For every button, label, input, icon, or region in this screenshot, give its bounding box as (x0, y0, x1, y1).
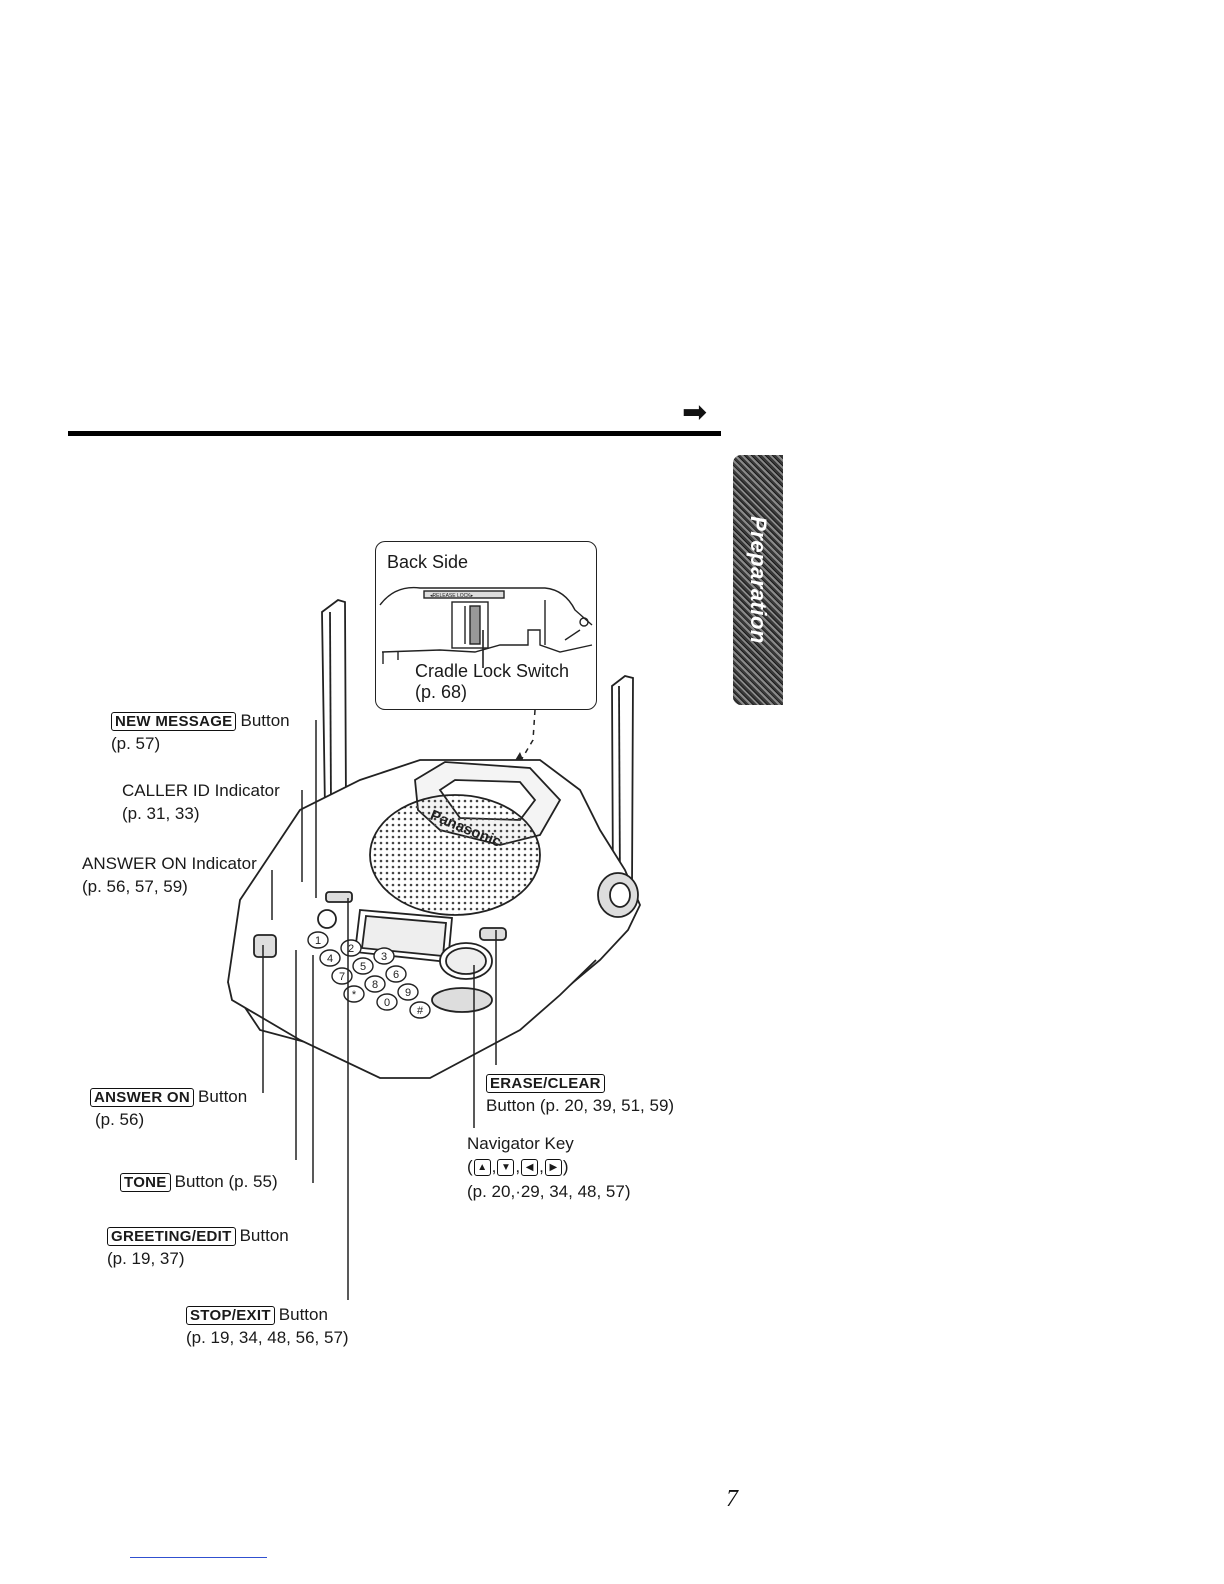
svg-text:9: 9 (405, 987, 411, 999)
section-tab: Preparation (733, 455, 783, 705)
svg-text:7: 7 (339, 971, 345, 983)
left-arrow-icon: ◀ (521, 1159, 539, 1177)
svg-text:#: # (417, 1005, 424, 1017)
keypad-key-#: # (409, 1001, 431, 1019)
keypad-key-2: 2 (340, 939, 362, 957)
keypad-key-8: 8 (364, 975, 386, 993)
keypad-key-1: 1 (307, 931, 329, 949)
svg-text:8: 8 (372, 979, 378, 991)
keypad-key-9: 9 (397, 983, 419, 1001)
svg-text:0: 0 (384, 997, 390, 1009)
answer-on-button-pages: (p. 56) (95, 1110, 145, 1129)
svg-text:1: 1 (315, 935, 321, 947)
back-side-title: Back Side (387, 552, 469, 572)
svg-text:6: 6 (393, 969, 399, 981)
new-message-pages: (p. 57) (111, 734, 161, 753)
callout-lines (262, 720, 497, 1300)
back-side-drawing: ◂RELEASE LOCK▸ (379, 586, 593, 668)
answer-on-indicator-pages: (p. 56, 57, 59) (82, 877, 188, 896)
keypad-key-3: 3 (373, 947, 395, 965)
antennas (321, 599, 634, 893)
greeting-edit-key: GREETING/EDIT (107, 1227, 236, 1246)
up-arrow-icon: ▲ (473, 1159, 491, 1177)
navigator-key-pages: (p. 20,·29, 34, 48, 57) (467, 1182, 631, 1201)
caller-id-label: CALLER ID Indicator (122, 781, 280, 800)
answer-on-key: ANSWER ON (90, 1088, 195, 1107)
svg-text:*: * (352, 989, 357, 1001)
cradle-lock-switch-label: Cradle Lock Switch (415, 661, 570, 681)
cradle-lock-switch-pages: (p. 68) (415, 682, 468, 702)
new-message-key: NEW MESSAGE (111, 712, 237, 731)
greeting-edit-pages: (p. 19, 37) (107, 1249, 185, 1268)
footer-line (130, 1557, 267, 1558)
page-number: 7 (726, 1486, 738, 1512)
svg-text:4: 4 (327, 953, 333, 965)
stop-exit-pages: (p. 19, 34, 48, 56, 57) (186, 1328, 349, 1347)
continue-arrow-icon: ➡ (682, 396, 708, 429)
tone-key: TONE (120, 1173, 171, 1192)
erase-clear-key: ERASE/CLEAR (486, 1074, 605, 1093)
stop-exit-key: STOP/EXIT (186, 1306, 275, 1325)
caller-id-pages: (p. 31, 33) (122, 804, 200, 823)
svg-text:2: 2 (348, 943, 354, 955)
phone-base-body (227, 759, 641, 1079)
svg-text:3: 3 (381, 951, 387, 963)
back-side-inset (375, 541, 597, 710)
keypad-key-4: 4 (319, 949, 341, 967)
release-lock-text: ◂RELEASE LOCK▸ (430, 593, 474, 599)
navigator-key-symbols: (▲,▼,◀,▶) (467, 1157, 569, 1177)
svg-text:5: 5 (360, 961, 366, 973)
keypad-key-6: 6 (385, 965, 407, 983)
answer-on-indicator-label: ANSWER ON Indicator (82, 854, 257, 873)
erase-clear-pages: Button (p. 20, 39, 51, 59) (486, 1096, 675, 1115)
right-arrow-icon: ▶ (544, 1159, 562, 1177)
erase-clear-callout: ERASE/CLEAR (486, 1072, 609, 1093)
navigator-key-label: Navigator Key (467, 1134, 574, 1153)
keypad-key-7: 7 (331, 967, 353, 985)
keypad-key-5: 5 (352, 957, 374, 975)
keypad: 1 2 3 4 5 6 7 8 9 * 0 # (307, 931, 431, 1019)
header-rule (68, 431, 721, 436)
down-arrow-icon: ▼ (497, 1159, 515, 1177)
keypad-key-*: * (343, 985, 365, 1003)
keypad-key-0: 0 (376, 993, 398, 1011)
